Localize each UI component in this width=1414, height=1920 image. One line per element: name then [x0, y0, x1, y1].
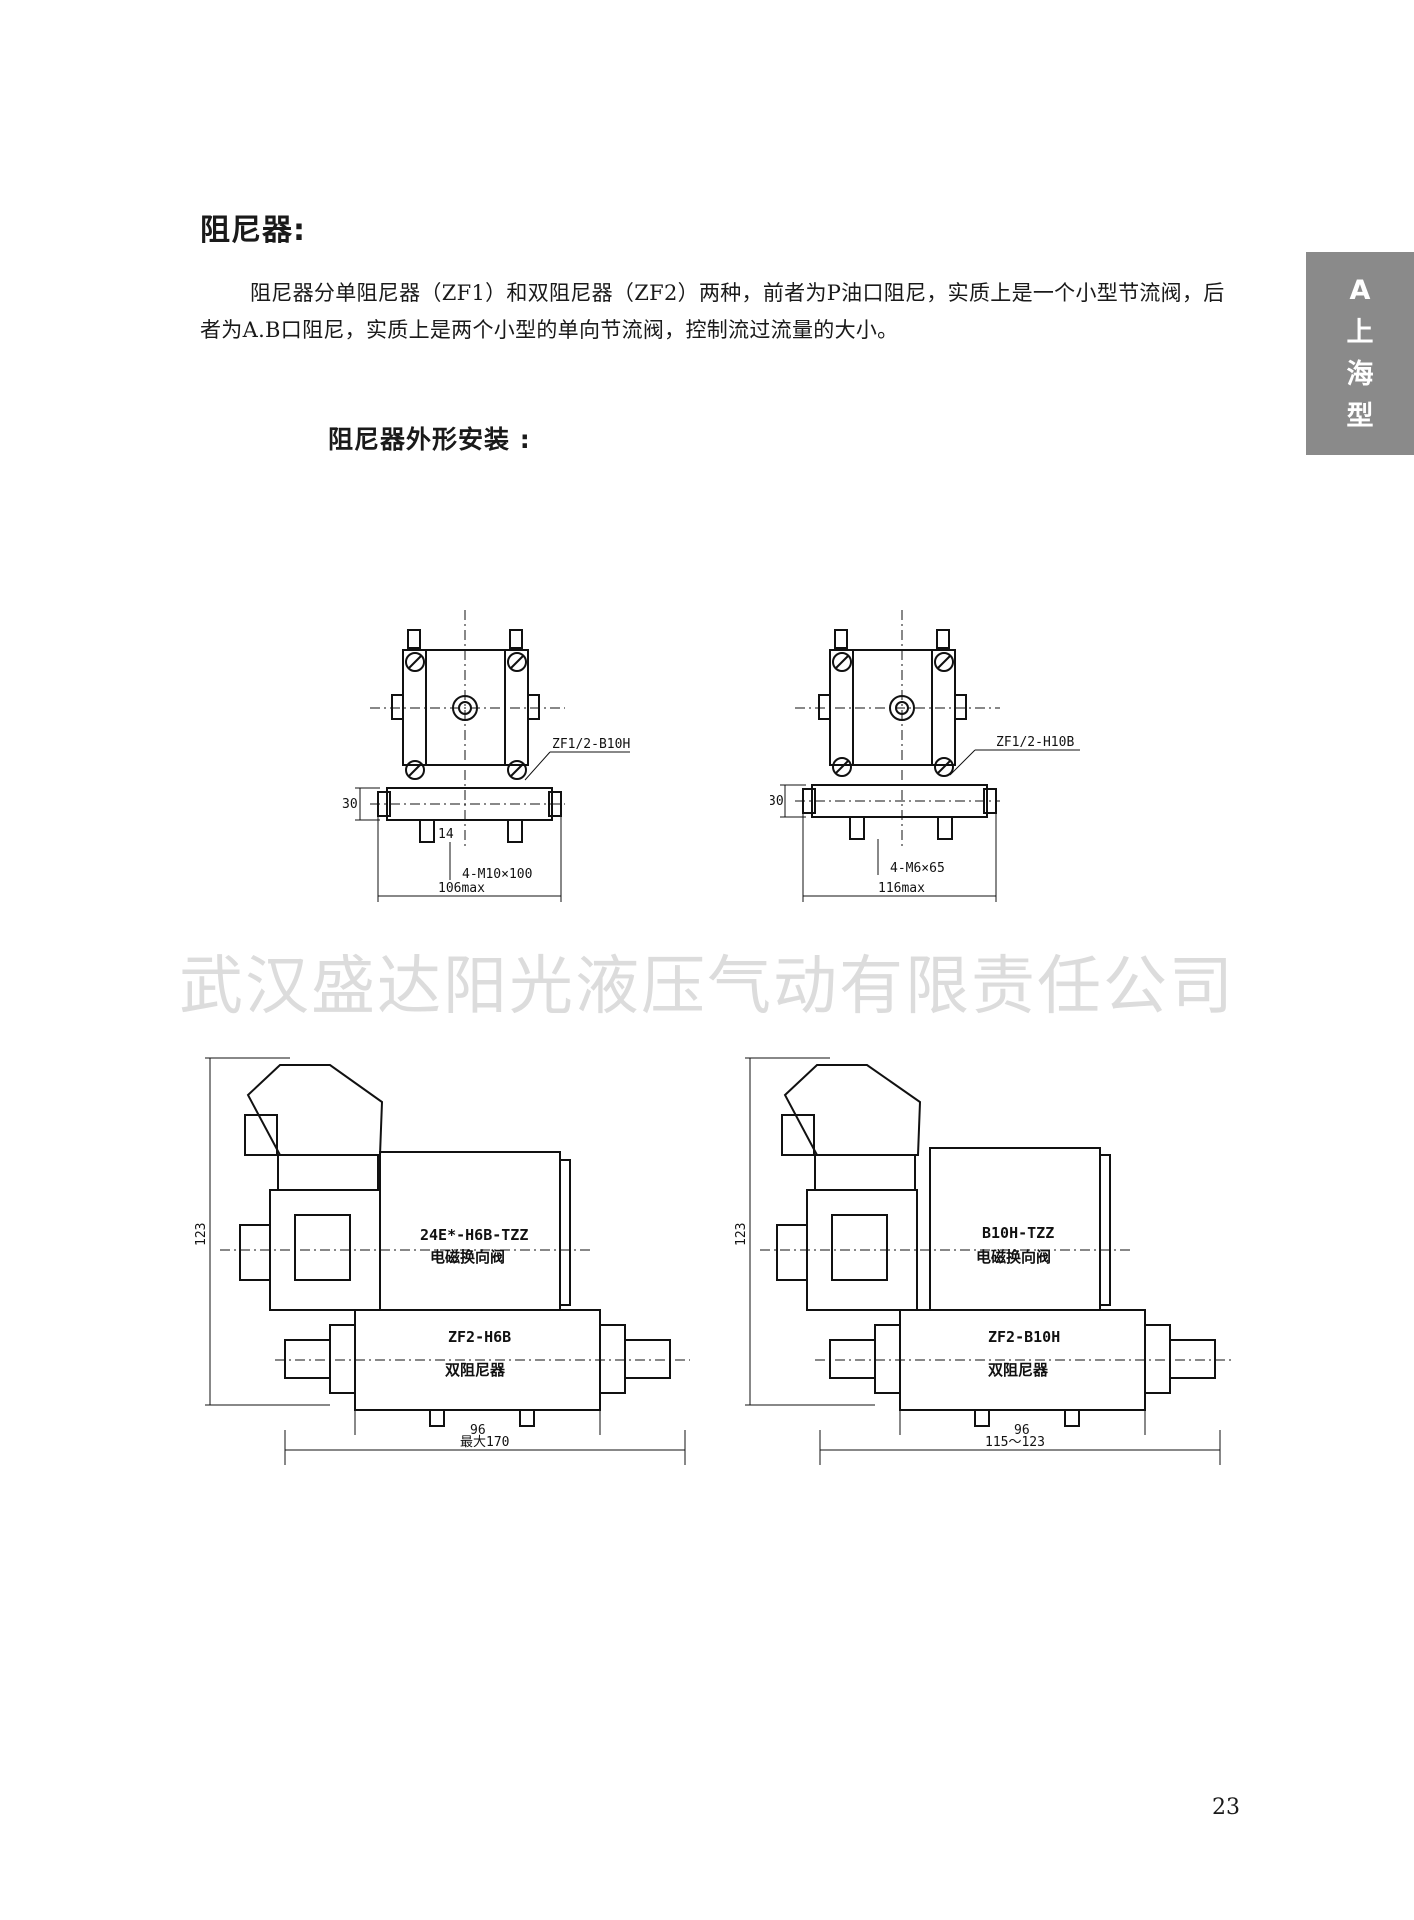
width-dimension: 106max — [438, 881, 485, 896]
side-tab-char: 上 — [1346, 316, 1374, 348]
overall-width-label: 最大170 — [460, 1435, 509, 1450]
overall-width-dimension-left: 最大170 — [284, 1430, 686, 1465]
intro-paragraph: 阻尼器分单阻尼器（ZF1）和双阻尼器（ZF2）两种，前者为P油口阻尼，实质上是一… — [200, 281, 1225, 342]
width-dimension: 116max — [878, 881, 925, 896]
body-width-dimension: 96 — [470, 1423, 486, 1435]
bolt-spec: 4-M10×100 — [462, 867, 532, 882]
depth-dimension: 14 — [438, 827, 454, 842]
valve-model-label: 24E*-H6B-TZZ — [420, 1226, 528, 1244]
damper-name-label: 双阻尼器 — [445, 1361, 506, 1379]
overall-width-dimension-right: 115～123 — [819, 1430, 1221, 1465]
bolt-spec: 4-M6×65 — [890, 861, 945, 876]
height-dimension: 30 — [342, 797, 358, 812]
overall-width-label: 115～123 — [985, 1435, 1045, 1450]
side-tab-char: 型 — [1346, 400, 1374, 432]
company-watermark: 武汉盛达阳光液压气动有限责任公司 — [179, 950, 1235, 1024]
section-side-tab: A 上 海 型 — [1306, 252, 1414, 455]
height-dimension: 123 — [734, 1223, 749, 1246]
section-heading: 阻尼器: — [200, 213, 306, 248]
drawing-zf1-b10h: ZF1/2-B10H 30 14 4-M10×100 106max — [342, 610, 630, 902]
drawing-zf2-h6b: 123 24E*-H6B-TZZ 电磁换向阀 ZF2-H6B 双阻尼器 96 — [194, 1057, 690, 1435]
installation-subheading: 阻尼器外形安装 : — [328, 425, 531, 454]
model-label: ZF1/2-H10B — [996, 735, 1074, 750]
side-tab-letter: A — [1349, 274, 1371, 306]
height-dimension: 123 — [194, 1223, 209, 1246]
valve-model-label: B10H-TZZ — [982, 1224, 1054, 1242]
valve-name-label: 电磁换向阀 — [430, 1248, 505, 1266]
side-tab-char: 海 — [1346, 358, 1374, 390]
valve-name-label: 电磁换向阀 — [976, 1248, 1051, 1266]
damper-model-label: ZF2-B10H — [988, 1328, 1060, 1346]
height-dimension: 30 — [770, 794, 784, 809]
drawing-zf2-b10h: 123 B10H-TZZ 电磁换向阀 ZF2-B10H 双阻尼器 96 — [734, 1057, 1235, 1435]
page-number: 23 — [1212, 1795, 1240, 1820]
body-width-dimension: 96 — [1014, 1423, 1030, 1435]
model-label: ZF1/2-B10H — [552, 737, 630, 752]
damper-model-label: ZF2-H6B — [448, 1328, 511, 1346]
damper-name-label: 双阻尼器 — [988, 1361, 1049, 1379]
drawing-zf1-h10b: ZF1/2-H10B 30 4-M6×65 116max — [770, 610, 1080, 902]
